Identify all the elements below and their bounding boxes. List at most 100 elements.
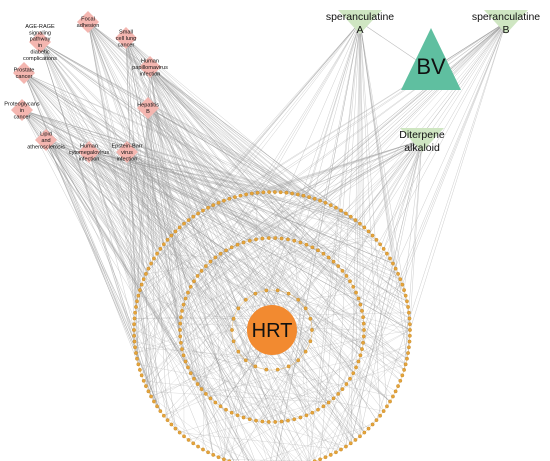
target-node	[308, 316, 313, 321]
target-node	[378, 242, 382, 247]
edge	[231, 361, 359, 413]
edge	[292, 347, 410, 461]
edge	[45, 139, 334, 399]
pathway-diamond	[139, 56, 161, 78]
edge	[246, 194, 377, 241]
target-node	[177, 430, 182, 435]
pathway-label-line: cell lung	[116, 36, 137, 42]
target-node	[303, 349, 308, 354]
edge	[134, 21, 361, 313]
edge	[87, 21, 238, 416]
edge	[88, 151, 152, 397]
target-node	[141, 378, 146, 383]
edge	[138, 364, 384, 412]
edge	[88, 151, 347, 447]
target-node	[139, 373, 144, 378]
edge	[21, 109, 269, 239]
edge	[147, 107, 252, 194]
pathway-label-line: cancer	[118, 42, 135, 48]
target-node	[132, 316, 137, 321]
compound-triangle	[400, 128, 444, 152]
target-node	[173, 229, 178, 234]
target-node	[356, 296, 361, 301]
edge	[300, 21, 361, 243]
target-node	[321, 251, 326, 256]
edge	[409, 21, 507, 331]
target-node	[266, 420, 271, 424]
target-node	[403, 293, 408, 298]
edge	[309, 389, 343, 461]
target-node	[201, 447, 205, 452]
pathway-label-line: Lipid	[40, 132, 52, 138]
target-node	[388, 256, 392, 261]
target-node	[208, 259, 213, 264]
target-node	[391, 394, 395, 399]
target-node	[201, 208, 205, 213]
target-node	[178, 321, 183, 326]
target-node	[396, 272, 400, 276]
target-node	[264, 288, 269, 293]
edge	[39, 41, 276, 423]
edge	[45, 139, 246, 361]
pathway-label-line: B	[146, 109, 150, 115]
edge	[126, 151, 152, 397]
edge	[133, 324, 253, 461]
target-node	[216, 455, 221, 460]
edge	[21, 109, 234, 461]
target-node	[149, 261, 153, 266]
edge	[364, 21, 507, 228]
edge	[210, 139, 423, 399]
edge	[147, 107, 214, 455]
edge	[193, 21, 507, 444]
target-node	[310, 328, 314, 332]
edge	[163, 244, 364, 324]
target-node	[260, 236, 265, 241]
target-node	[233, 195, 237, 199]
target-node	[144, 384, 148, 388]
edge	[308, 420, 377, 461]
target-node	[370, 422, 375, 427]
edge	[148, 21, 361, 269]
edge	[163, 139, 423, 416]
edge	[88, 151, 257, 421]
edge	[197, 139, 423, 214]
target-node	[188, 284, 193, 289]
target-node	[405, 299, 409, 304]
edge	[126, 151, 290, 461]
target-node	[348, 214, 353, 219]
target-node	[358, 353, 363, 358]
target-node	[366, 229, 371, 234]
target-node	[340, 387, 345, 391]
target-node	[181, 302, 186, 307]
edge	[243, 360, 299, 418]
edge	[205, 347, 409, 395]
edge	[136, 107, 149, 302]
edge	[167, 21, 361, 240]
target-node	[196, 444, 200, 449]
edge	[359, 21, 394, 264]
edge	[167, 239, 276, 423]
edge	[149, 66, 365, 228]
pathway-label-line: atherosclerosis	[27, 144, 65, 150]
herb-node-group: BV	[401, 28, 461, 90]
edge	[268, 191, 311, 342]
edge	[134, 139, 423, 313]
target-node	[203, 264, 208, 268]
edge	[246, 21, 507, 195]
pathway-label-line: infection	[79, 156, 100, 162]
target-node	[351, 371, 356, 376]
edge	[145, 273, 289, 461]
pathway-label-line: Focal	[81, 17, 95, 23]
target-node	[279, 236, 284, 241]
edge	[297, 139, 423, 195]
target-node	[191, 441, 196, 446]
target-node	[243, 297, 248, 302]
target-node	[331, 259, 336, 264]
edge	[185, 139, 423, 299]
target-node	[180, 309, 184, 313]
